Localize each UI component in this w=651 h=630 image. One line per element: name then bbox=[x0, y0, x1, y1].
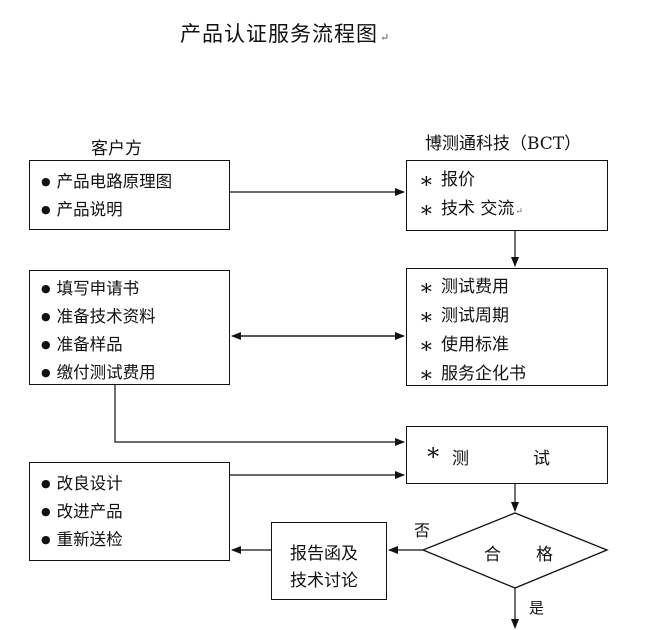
list-item: 准备技术资料 bbox=[41, 304, 229, 332]
list-item: 测试周期 bbox=[419, 301, 607, 330]
page-title: 产品认证服务流程图↵ bbox=[180, 22, 391, 46]
list-item: 缴付测试费用 bbox=[41, 360, 229, 388]
decision-label-1: 合 bbox=[484, 545, 501, 565]
list-item: 技术 交流↵ bbox=[419, 194, 607, 226]
client-improve-box: 改良设计 改进产品 重新送检 bbox=[29, 462, 230, 561]
client-materials-box: 产品电路原理图 产品说明 bbox=[29, 160, 230, 230]
client-application-box: 填写申请书 准备技术资料 准备样品 缴付测试费用 bbox=[29, 270, 230, 385]
list-item: 产品说明 bbox=[41, 197, 229, 225]
list-item: 改良设计 bbox=[41, 471, 229, 499]
edge-label-yes: 是 bbox=[529, 599, 545, 617]
report-line-1: 报告函及 bbox=[290, 544, 358, 564]
list-item: 产品电路原理图 bbox=[41, 169, 229, 197]
list-item: 使用标准 bbox=[419, 330, 607, 359]
client-header: 客户方 bbox=[91, 139, 142, 159]
return-mark: ↵ bbox=[515, 207, 523, 217]
provider-header: 博测通科技（BCT） bbox=[425, 134, 582, 154]
star-mark: ∗ bbox=[425, 438, 442, 466]
arrow-application-to-test bbox=[114, 385, 405, 446]
provider-quote-box: 报价 技术 交流↵ bbox=[406, 160, 608, 231]
list-item: 重新送检 bbox=[41, 527, 229, 555]
test-label-2: 试 bbox=[533, 449, 550, 469]
edge-label-no: 否 bbox=[414, 521, 431, 540]
report-box: 报告函及 技术讨论 bbox=[271, 522, 387, 600]
test-box: ∗ 测 试 bbox=[406, 426, 608, 484]
list-item: 改进产品 bbox=[41, 499, 229, 527]
return-mark: ↵ bbox=[380, 31, 391, 44]
list-item: 准备样品 bbox=[41, 332, 229, 360]
list-item: 测试费用 bbox=[419, 272, 607, 301]
list-item: 服务企化书 bbox=[419, 359, 607, 388]
provider-terms-box: 测试费用 测试周期 使用标准 服务企化书 bbox=[406, 268, 608, 386]
test-label-1: 测 bbox=[452, 449, 469, 469]
list-item: 报价 bbox=[419, 165, 607, 194]
list-item: 填写申请书 bbox=[41, 276, 229, 304]
report-line-2: 技术讨论 bbox=[290, 571, 358, 591]
decision-label-2: 格 bbox=[536, 545, 553, 565]
decision-diamond bbox=[421, 512, 609, 589]
